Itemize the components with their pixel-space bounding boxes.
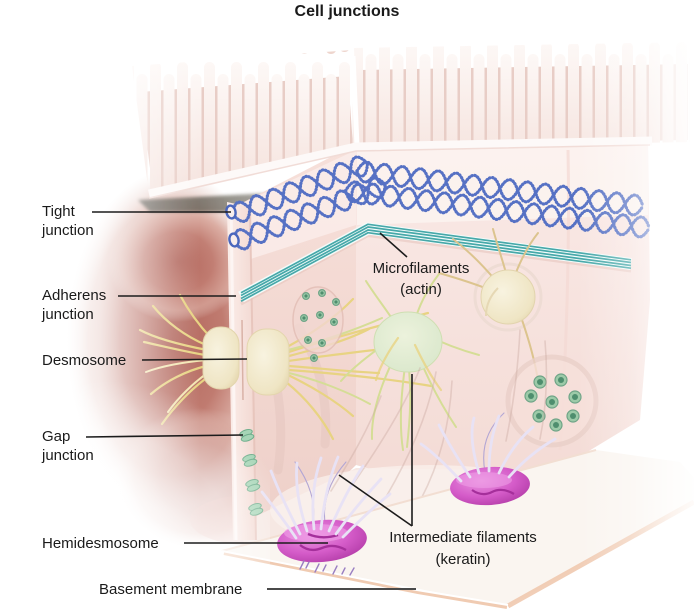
leader-line-microfilaments (379, 232, 408, 258)
leader-line-desmosome (141, 358, 248, 361)
figure-title: Cell junctions (294, 3, 400, 20)
label-adherens-junction: Adherens junction (42, 287, 107, 323)
gap-junction-cluster (292, 286, 344, 363)
basement-membrane-sheet (221, 449, 694, 609)
leader-lines (85, 211, 416, 590)
label-gap-junction: Gap junction (42, 428, 94, 464)
hemidesmosome-right (419, 412, 557, 506)
apical-band-left (232, 150, 356, 265)
leader-line-intermediate-filaments-2 (338, 474, 413, 527)
adherens-junction-band (238, 222, 632, 306)
label-intermediate-filaments: Intermediate filaments (keratin) (389, 529, 537, 568)
keratin-ghost-network (330, 329, 548, 500)
desmosome-interior (340, 273, 480, 451)
fade-right (578, 0, 694, 616)
label-tight-junction: Tight junction (42, 203, 94, 239)
hemidesmosome (260, 455, 392, 576)
label-hemidesmosome: Hemidesmosome (42, 535, 159, 552)
desmosome-right-wall (438, 228, 543, 388)
label-basement-membrane: Basement membrane (99, 581, 243, 598)
label-microfilaments: Microfilaments (actin) (372, 260, 470, 298)
leader-line-gap-junction (85, 434, 244, 438)
membrane-anchor-ticks (299, 560, 355, 576)
fade-bottom-left (0, 380, 270, 616)
desmosome (138, 293, 433, 441)
label-desmosome: Desmosome (42, 352, 127, 369)
